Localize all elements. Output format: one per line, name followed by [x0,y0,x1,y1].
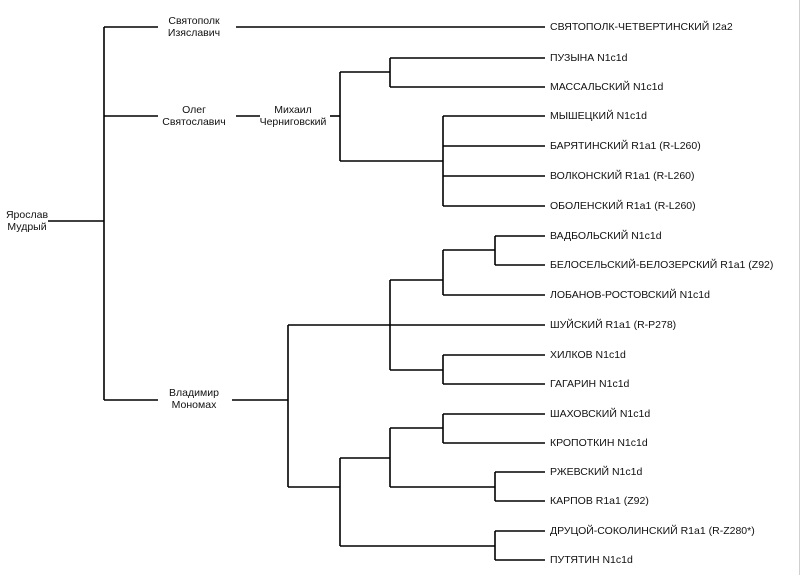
family-leaf-label: КРОПОТКИН N1c1d [550,437,648,449]
family-leaf-label: ШУЙСКИЙ R1a1 (R-P278) [550,319,677,331]
family-leaf-label: ХИЛКОВ N1c1d [550,349,626,361]
family-leaf-label: ПУЗЫНА N1c1d [550,52,628,64]
family-leaf-label: КАРПОВ R1a1 (Z92) [550,495,649,507]
family-leaf-label: МЫШЕЦКИЙ N1c1d [550,110,647,122]
family-leaf-label: ПУТЯТИН N1c1d [550,554,633,566]
family-leaf-label: ШАХОВСКИЙ N1c1d [550,408,651,420]
family-leaf-label: БЕЛОСЕЛЬСКИЙ-БЕЛОЗЕРСКИЙ R1a1 (Z92) [550,259,774,271]
family-leaf-label: ОБОЛЕНСКИЙ R1a1 (R-L260) [550,200,696,212]
family-leaf-label: РЖЕВСКИЙ N1c1d [550,466,643,478]
family-leaf-label: СВЯТОПОЛК-ЧЕТВЕРТИНСКИЙ I2a2 [550,21,733,33]
family-leaf-label: ВАДБОЛЬСКИЙ N1c1d [550,230,662,242]
family-leaf-label: ГАГАРИН N1c1d [550,378,630,390]
family-leaf-label: ВОЛКОНСКИЙ R1a1 (R-L260) [550,170,695,182]
family-leaf-label: МАССАЛЬСКИЙ N1c1d [550,81,664,93]
family-leaf-label: БАРЯТИНСКИЙ R1a1 (R-L260) [550,140,701,152]
family-leaf-label: ЛОБАНОВ-РОСТОВСКИЙ N1c1d [550,289,710,301]
family-leaf-label: ДРУЦОЙ-СОКОЛИНСКИЙ R1a1 (R-Z280*) [550,525,755,537]
